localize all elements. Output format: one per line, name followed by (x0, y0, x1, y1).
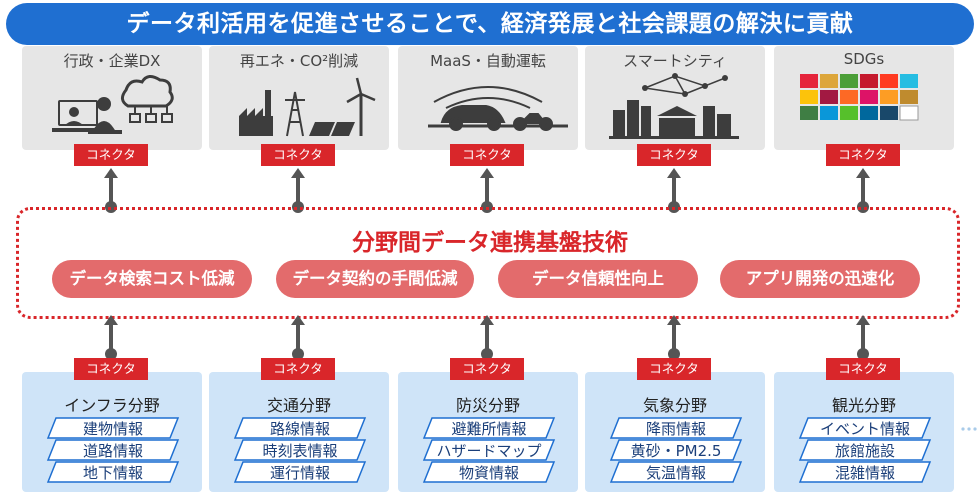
city-network-icon (585, 70, 765, 150)
field-title: 防災分野 (398, 392, 578, 416)
connector-label: コネクタ (450, 144, 524, 166)
domain-box-smartcity: スマートシティ (585, 46, 765, 150)
connector-label: コネクタ (826, 144, 900, 166)
layer-label: 時刻表情報 (233, 440, 367, 461)
layer-label: ハザードマップ (422, 440, 556, 461)
feature-pill: データ契約の手間低減 (276, 260, 474, 298)
layer-label: 旅館施設 (798, 440, 932, 461)
data-layer-item: 旅館施設 (798, 438, 932, 462)
data-layer-item: ハザードマップ (422, 438, 556, 462)
data-layer-item: 避難所情報 (422, 416, 556, 440)
data-layer-item: 運行情報 (233, 460, 367, 484)
domain-title: SDGs (774, 50, 954, 68)
connector-label: コネクタ (450, 358, 524, 380)
connector-label: コネクタ (637, 358, 711, 380)
feature-pill: アプリ開発の迅速化 (720, 260, 920, 298)
layer-label: 黄砂・PM2.5 (609, 440, 743, 461)
layer-label: 地下情報 (46, 462, 180, 483)
domain-box-dx: 行政・企業DX (22, 46, 202, 150)
domain-box-energy: 再エネ・CO²削減 (209, 46, 389, 150)
up-arrow-icon (288, 313, 308, 361)
office-workers-cloud-icon (22, 70, 202, 150)
data-layer-item: イベント情報 (798, 416, 932, 440)
up-arrow-icon (664, 313, 684, 361)
layer-label: 気温情報 (609, 462, 743, 483)
field-title: 観光分野 (774, 392, 954, 416)
factory-powerline-solar-wind-icon (209, 70, 389, 150)
domain-title: 再エネ・CO²削減 (209, 50, 389, 71)
connector-label: コネクタ (261, 144, 335, 166)
field-title: インフラ分野 (22, 392, 202, 416)
data-layer-item: 黄砂・PM2.5 (609, 438, 743, 462)
field-title: 気象分野 (585, 392, 765, 416)
connector-label: コネクタ (74, 144, 148, 166)
connector-label: コネクタ (826, 358, 900, 380)
field-title: 交通分野 (209, 392, 389, 416)
domain-title: スマートシティ (585, 50, 765, 71)
up-arrow-icon (853, 313, 873, 361)
data-layer-item: 混雑情報 (798, 460, 932, 484)
layer-label: 建物情報 (46, 418, 180, 439)
layer-label: 降雨情報 (609, 418, 743, 439)
layer-label: 物資情報 (422, 462, 556, 483)
car-motorbike-sensor-icon (398, 70, 578, 150)
layer-label: 避難所情報 (422, 418, 556, 439)
up-arrow-icon (477, 313, 497, 361)
layer-label: 道路情報 (46, 440, 180, 461)
data-layer-item: 地下情報 (46, 460, 180, 484)
platform-title: 分野間データ連携基盤技術 (0, 223, 980, 257)
data-layer-item: 物資情報 (422, 460, 556, 484)
data-layer-item: 降雨情報 (609, 416, 743, 440)
connector-label: コネクタ (261, 358, 335, 380)
layer-label: イベント情報 (798, 418, 932, 439)
headline-banner: データ利活用を促進させることで、経済発展と社会課題の解決に貢献 (6, 3, 974, 45)
data-layer-item: 路線情報 (233, 416, 367, 440)
domain-box-maas: MaaS・自動運転 (398, 46, 578, 150)
domain-title: 行政・企業DX (22, 50, 202, 71)
data-layer-item: 気温情報 (609, 460, 743, 484)
up-arrow-icon (101, 313, 121, 361)
connector-label: コネクタ (637, 144, 711, 166)
layer-label: 路線情報 (233, 418, 367, 439)
feature-pill: データ検索コスト低減 (52, 260, 252, 298)
decorative-dots (960, 424, 978, 434)
data-layer-item: 建物情報 (46, 416, 180, 440)
domain-box-sdgs: SDGs (774, 46, 954, 150)
layer-label: 混雑情報 (798, 462, 932, 483)
layer-label: 運行情報 (233, 462, 367, 483)
feature-pill: データ信頼性向上 (498, 260, 698, 298)
domain-title: MaaS・自動運転 (398, 50, 578, 71)
data-layer-item: 時刻表情報 (233, 438, 367, 462)
sdgs-grid-icon (774, 70, 954, 150)
connector-label: コネクタ (74, 358, 148, 380)
data-layer-item: 道路情報 (46, 438, 180, 462)
